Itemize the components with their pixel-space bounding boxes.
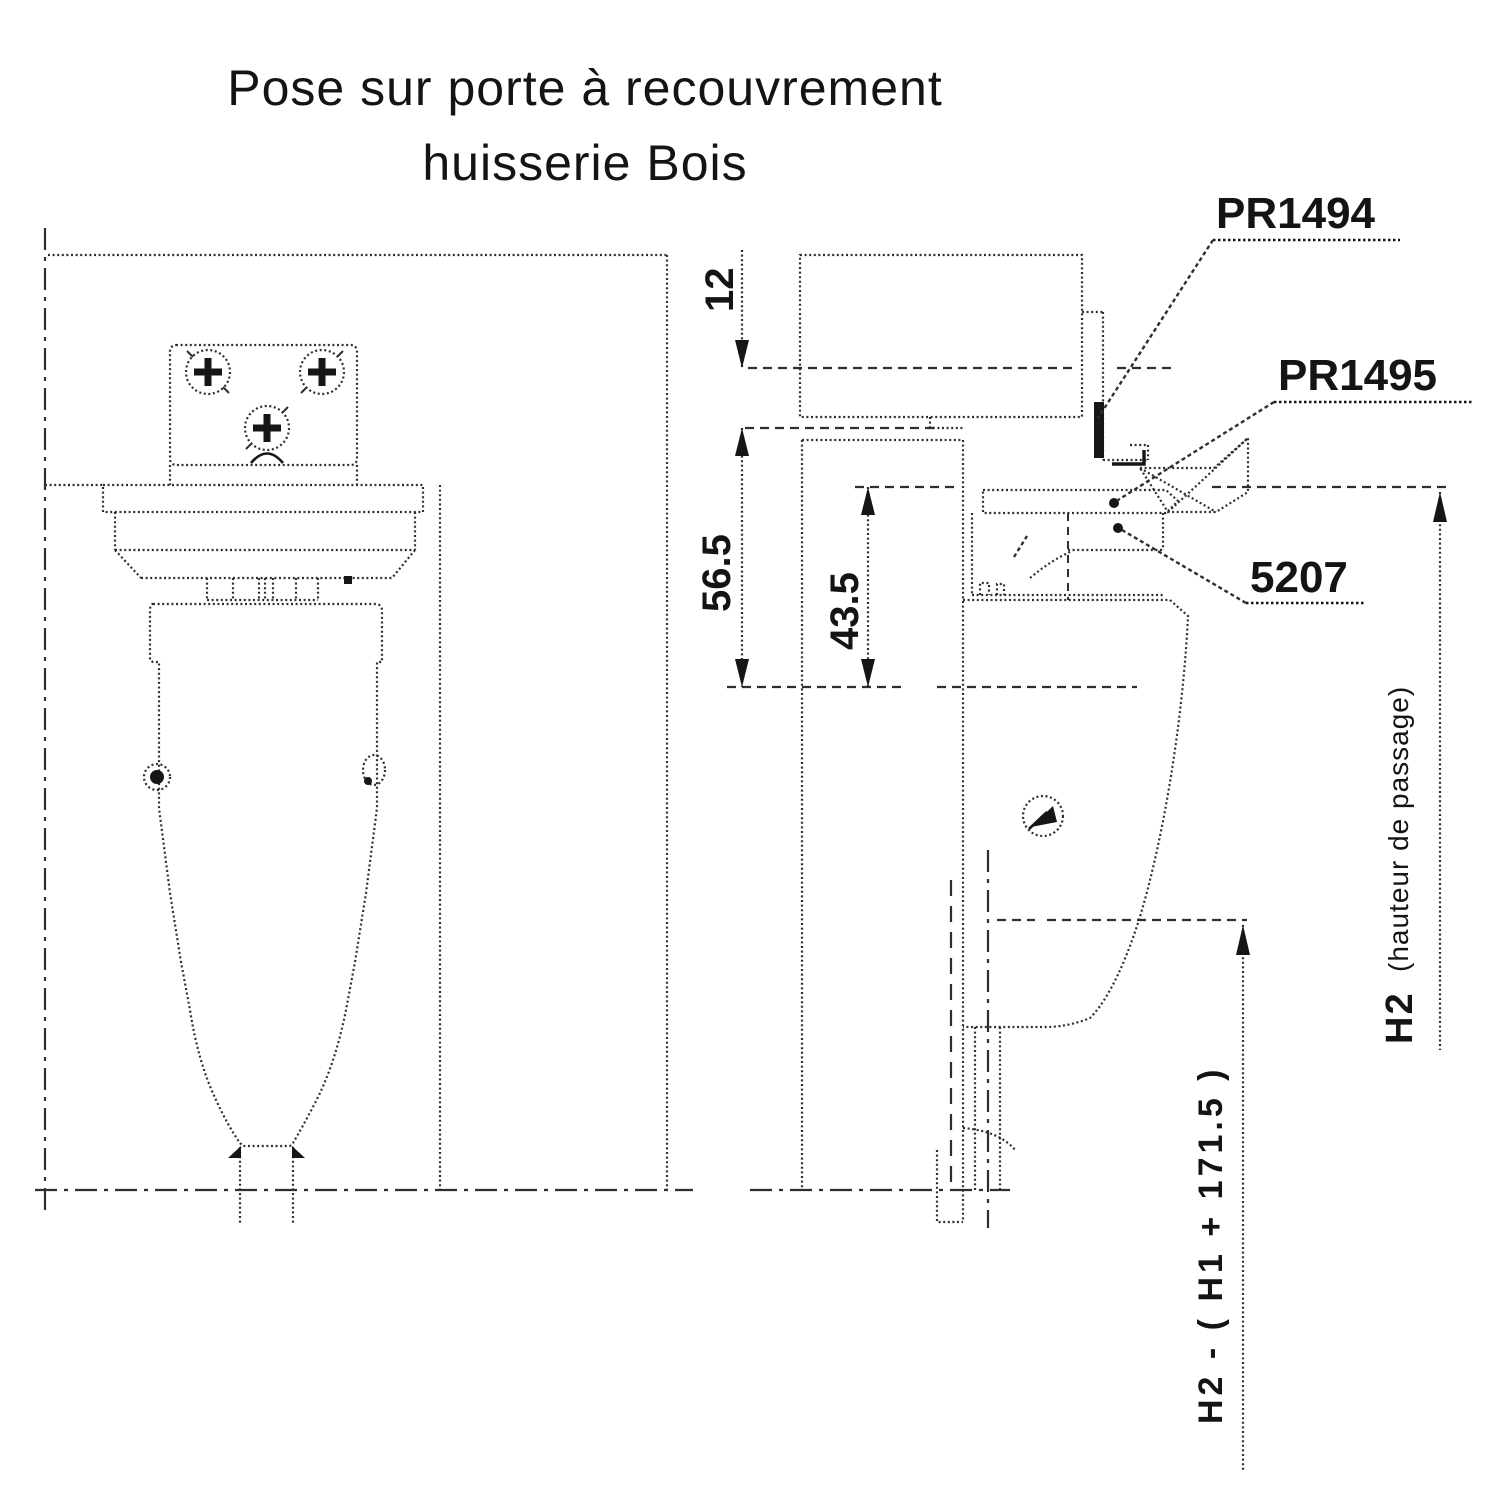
dimension-56-5: 56.5 xyxy=(695,534,739,612)
fixing-bracket xyxy=(1082,310,1150,466)
dimension-h2-symbol: H2 xyxy=(1379,991,1421,1044)
label-pr1494: PR1494 xyxy=(1216,189,1376,238)
slat-pin xyxy=(344,576,352,584)
front-view xyxy=(35,228,693,1223)
title-line-1: Pose sur porte à recouvrement xyxy=(227,60,942,116)
title-block: Pose sur porte à recouvrement huisserie … xyxy=(227,60,942,191)
label-5207: 5207 xyxy=(1250,553,1348,602)
section-view xyxy=(750,253,1250,1228)
cam-curve xyxy=(1029,550,1071,579)
arrow-icon xyxy=(861,659,875,687)
dimension-43-5: 43.5 xyxy=(823,572,867,650)
arrow-icon xyxy=(1433,492,1447,522)
screw-icon xyxy=(243,404,291,452)
title-line-2: huisserie Bois xyxy=(422,135,747,191)
dimension-formula: H2 - ( H1 + 171.5 ) xyxy=(1192,1065,1230,1424)
dimension-12: 12 xyxy=(698,268,742,313)
label-pr1495: PR1495 xyxy=(1278,351,1437,400)
spindle-cap-arc xyxy=(250,452,284,464)
arrow-icon xyxy=(735,428,749,456)
spindle-shaft xyxy=(962,1027,1017,1190)
arrow-icon xyxy=(735,659,749,687)
mounting-plate-section xyxy=(981,488,1180,515)
cam-hatch xyxy=(1012,535,1029,558)
screw-icon xyxy=(184,348,232,396)
leader-line xyxy=(1121,528,1247,605)
arm-assembly xyxy=(1137,435,1250,514)
arrow-icon xyxy=(735,340,749,368)
closer-body-section xyxy=(963,598,1190,1029)
leader-line xyxy=(1096,239,1215,419)
leader-dot xyxy=(1109,498,1119,508)
arrow-icon xyxy=(1236,925,1250,955)
pinion-slats xyxy=(205,578,320,602)
frame-header-section xyxy=(798,253,1084,419)
body-side-screw-icon xyxy=(361,753,387,787)
arrow-icon xyxy=(861,487,875,515)
spindle xyxy=(228,1146,305,1223)
dimension-h2-note: (hauteur de passage) xyxy=(1383,686,1414,972)
frame-rebate-step xyxy=(928,417,963,430)
fixing-plate xyxy=(168,343,359,467)
closer-skirt xyxy=(114,549,416,580)
closer-head-mechanism xyxy=(970,513,1165,600)
dimension-lines: 12 56.5 43.5 H2 (hauteur de passage) H2 … xyxy=(695,250,1452,1470)
closer-body-front xyxy=(148,602,384,1148)
screw-icon xyxy=(298,348,346,396)
closer-flange xyxy=(101,483,425,514)
door-screw-icon xyxy=(1021,794,1065,838)
part-labels: PR1494 PR1495 5207 xyxy=(1096,189,1473,605)
leader-line xyxy=(1117,400,1275,502)
door-leaf-bottom xyxy=(935,1150,963,1224)
head-feet xyxy=(978,581,1006,595)
body-side-screw-icon xyxy=(142,762,172,792)
leader-dot xyxy=(1113,523,1123,533)
